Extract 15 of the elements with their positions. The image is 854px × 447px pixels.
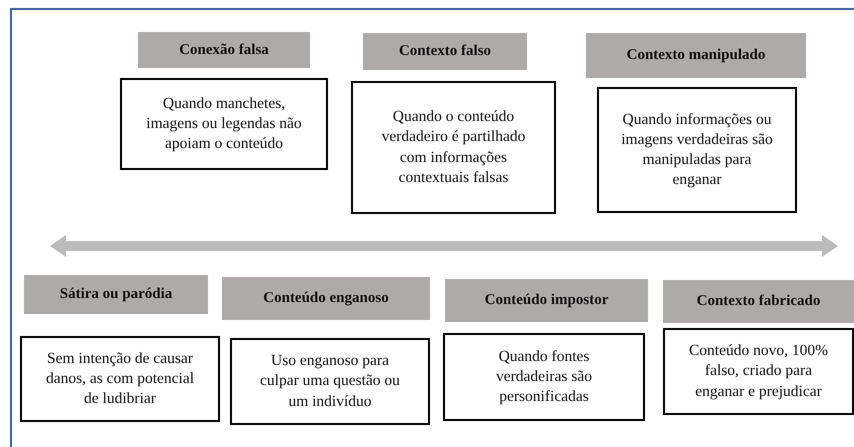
description-box: Quando informações ou imagens verdadeiras são manipuladas para enganar [597, 87, 797, 213]
description-box: Uso enganoso para culpar uma questão ou um indivíduo [230, 338, 430, 425]
double-arrow [50, 235, 838, 257]
category-heading: Contexto fabricado [663, 280, 854, 323]
category-heading: Contexto falso [363, 33, 527, 70]
description-box: Quando o conteúdo verdadeiro é partilhado com informações contextuais falsas [351, 81, 556, 214]
description-box: Sem intenção de causar danos, as com potencial de ludibriar [20, 336, 220, 422]
description-box: Quando manchetes, imagens ou legendas não apoiam o conteúdo [120, 78, 328, 170]
category-heading: Conteúdo impostor [445, 279, 648, 322]
description-box: Conteúdo novo, 100% falso, criado para enganar e prejudicar [663, 328, 854, 415]
category-heading: Contexto manipulado [586, 33, 806, 78]
description-box: Quando fontes verdadeiras são personificadas [443, 333, 645, 421]
category-heading: Sátira ou paródia [24, 275, 208, 314]
category-heading: Conexão falsa [138, 32, 310, 68]
category-heading: Conteúdo enganoso [222, 277, 430, 320]
